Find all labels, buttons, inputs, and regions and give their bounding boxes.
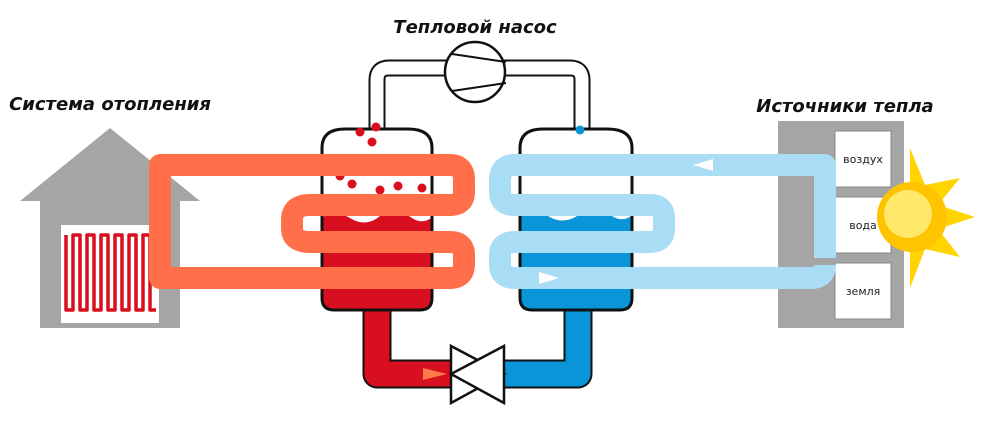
flow-arrow-cold-bottom bbox=[539, 272, 559, 284]
heat-sources-title: Источники тепла bbox=[756, 96, 933, 117]
cold-loop bbox=[489, 154, 836, 289]
compressor-icon bbox=[443, 40, 507, 104]
flow-arrow-cold-top bbox=[693, 159, 713, 171]
source-water-label: вода bbox=[849, 219, 877, 232]
heat-sources-building bbox=[778, 121, 904, 328]
radiator-icon bbox=[64, 233, 156, 312]
source-box-air bbox=[834, 130, 892, 188]
source-box-ground bbox=[834, 262, 892, 320]
hot-loop bbox=[149, 154, 475, 289]
expansion-valve-icon bbox=[448, 343, 507, 406]
heat-pump-title: Тепловой насос bbox=[393, 17, 557, 38]
source-air-label: воздух bbox=[843, 153, 883, 166]
heating-system-title: Система отопления bbox=[9, 94, 211, 115]
source-ground-label: земля bbox=[846, 285, 881, 298]
sun-icon bbox=[877, 148, 975, 288]
